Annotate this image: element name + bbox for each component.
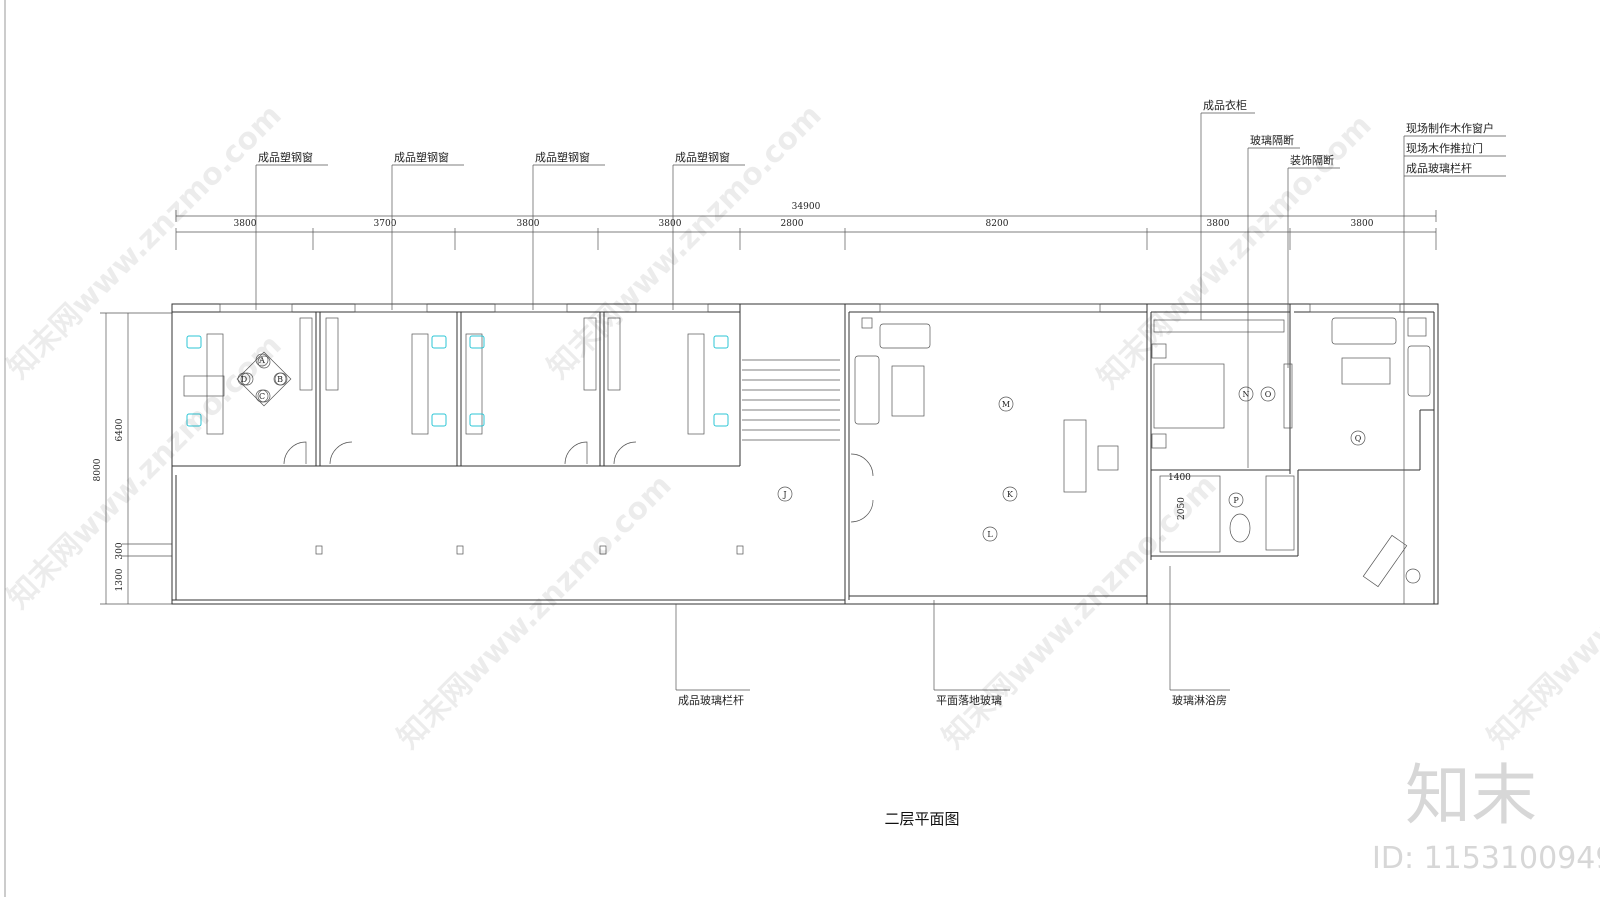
callout-glass-partition: 玻璃隔断	[1250, 133, 1294, 147]
dim-seg-8: 3800	[1351, 219, 1374, 229]
callout-leaders	[255, 112, 1506, 691]
callout-glass-rail-bottom: 成品玻璃栏杆	[678, 693, 744, 707]
dim-height-upper: 6400	[115, 418, 125, 441]
dimension-top: 34900 3800 3700 3800 3800 2800 8200 3800…	[175, 202, 1437, 250]
drawing-title: 二层平面图	[884, 810, 959, 828]
callout-window-1: 成品塑钢窗	[258, 150, 313, 164]
dim-shower-width: 1400	[1168, 473, 1191, 483]
svg-text:J: J	[782, 490, 786, 499]
svg-text:知末网www.znzmo.com: 知末网www.znzmo.com	[1481, 468, 1600, 756]
callout-site-window: 现场制作木作窗户	[1406, 121, 1494, 135]
svg-text:知末网www.znzmo.com: 知末网www.znzmo.com	[1091, 108, 1379, 396]
dim-total: 34900	[792, 202, 821, 212]
staircase	[742, 359, 840, 441]
dim-height-total: 8000	[93, 458, 103, 481]
callout-glass-rail-right: 成品玻璃栏杆	[1406, 161, 1472, 175]
dim-seg-1: 3800	[234, 219, 257, 229]
office-furniture	[183, 317, 874, 523]
svg-text:D: D	[241, 375, 247, 384]
svg-text:N: N	[1243, 390, 1250, 399]
svg-text:知末网www.znzmo.com: 知末网www.znzmo.com	[391, 468, 679, 756]
dim-seg-3: 3800	[517, 219, 540, 229]
svg-text:知末网www.znzmo.com: 知末网www.znzmo.com	[936, 468, 1224, 756]
callout-floor-glass: 平面落地玻璃	[936, 693, 1002, 707]
dim-height-lower: 1300	[115, 568, 125, 591]
callout-window-2: 成品塑钢窗	[394, 150, 449, 164]
svg-text:M: M	[1002, 400, 1010, 409]
dim-seg-6: 8200	[986, 219, 1009, 229]
dim-seg-2: 3700	[374, 219, 397, 229]
svg-text:O: O	[1265, 390, 1272, 399]
dim-seg-7: 3800	[1207, 219, 1230, 229]
living-furniture	[854, 317, 1431, 588]
callout-shower: 玻璃淋浴房	[1172, 693, 1227, 707]
dim-shower-height: 2050	[1177, 497, 1187, 520]
svg-text:B: B	[277, 375, 283, 384]
dim-height-mid: 300	[115, 542, 125, 559]
svg-text:A: A	[258, 356, 265, 365]
svg-text:知末网www.znzmo.com: 知末网www.znzmo.com	[1, 328, 289, 616]
callout-site-door: 现场木作推拉门	[1406, 141, 1483, 155]
watermark-layer: 知末网www.znzmo.com 知末网www.znzmo.com 知末网www…	[1, 98, 1600, 756]
svg-text:K: K	[1007, 490, 1014, 499]
dim-seg-4: 3800	[659, 219, 682, 229]
svg-text:知末网www.znzmo.com: 知末网www.znzmo.com	[541, 98, 829, 386]
dimension-left: 8000 6400 300 1300	[93, 312, 172, 605]
callout-deco-partition: 装饰隔断	[1290, 153, 1334, 167]
svg-text:L: L	[987, 530, 993, 539]
svg-text:C: C	[259, 392, 265, 401]
callout-window-3: 成品塑钢窗	[535, 150, 590, 164]
svg-text:知末网www.znzmo.com: 知末网www.znzmo.com	[1, 98, 289, 386]
svg-text:P: P	[1233, 496, 1239, 505]
dim-seg-5: 2800	[781, 219, 804, 229]
callout-wardrobe: 成品衣柜	[1203, 98, 1247, 112]
view-tags: A B C D J K L M N O P Q	[237, 353, 1366, 542]
building-walls	[171, 303, 1439, 605]
callout-window-4: 成品塑钢窗	[675, 150, 730, 164]
watermark-brand: 知末	[1405, 757, 1537, 834]
svg-text:Q: Q	[1355, 434, 1362, 443]
watermark-id: ID: 1153100949	[1372, 841, 1600, 876]
